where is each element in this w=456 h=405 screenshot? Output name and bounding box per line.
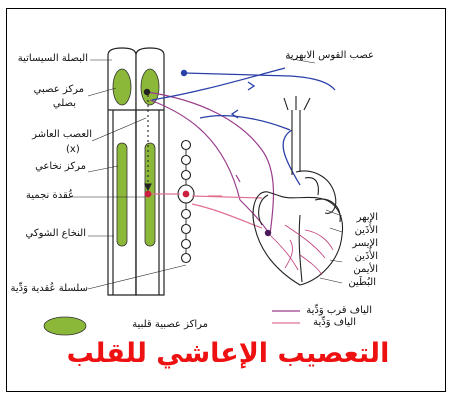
upper-vagus-line <box>151 67 286 101</box>
label-sympathetic-chain: سلسلة عُقدية وَدِّية <box>10 283 89 294</box>
leader-aortic-nerve <box>285 57 316 64</box>
label-right-atrium-2: الأيمن <box>353 264 378 275</box>
pulmonary-trunk <box>304 177 319 196</box>
leader-aorta <box>325 209 343 217</box>
chain-ganglion-1 <box>180 139 192 151</box>
diagram-frame <box>6 8 446 392</box>
chain-ganglion-5 <box>180 223 192 235</box>
chain-ganglion-4 <box>180 208 192 220</box>
left-atrium-outline <box>314 198 341 223</box>
aorta-vessel <box>291 110 301 175</box>
branch-4 <box>304 229 334 251</box>
label-legend-sympathetic: الياف وَدِّية <box>313 317 356 328</box>
aortic-arrow-2 <box>230 109 239 119</box>
leader-spinal-center <box>87 165 119 173</box>
legend-center-swatch <box>43 316 87 336</box>
aortic-arch <box>295 170 337 214</box>
label-bulbar-center-1: مركز عصبي <box>33 84 84 95</box>
vagus-arrow-head <box>235 174 241 183</box>
aortic-nerve-to-heart <box>282 129 301 186</box>
ganglion-to-heart <box>191 195 263 199</box>
legend <box>43 310 300 336</box>
label-left-atrium-2: الايسر <box>352 238 378 249</box>
label-legend-parasympathetic: الياف قرب وَدِّية <box>306 305 372 316</box>
branch-2 <box>284 224 326 259</box>
label-spinal-center: مركز نخاعي <box>35 161 86 172</box>
branch-3 <box>284 239 293 269</box>
descending-tract <box>144 95 152 192</box>
vagus-fiber-2 <box>149 99 241 201</box>
heart <box>252 96 344 286</box>
bulbar-center-left <box>112 68 132 106</box>
heart-nerve-branches <box>269 224 334 276</box>
vagus-fiber-1 <box>146 91 275 236</box>
label-medulla: البصلة السيساتية <box>17 53 88 64</box>
label-left-atrium-1: الأُذَين <box>354 225 378 236</box>
leader-ventricle <box>319 277 343 284</box>
chain-ganglion-3 <box>180 169 192 181</box>
leader-vagus <box>91 117 147 142</box>
spinal-neuron-node <box>144 190 152 198</box>
septum-line <box>298 214 303 283</box>
aortic-nerve-pathway <box>151 67 336 186</box>
leader-chain <box>87 264 187 290</box>
leader-bulbar-center <box>87 87 117 97</box>
sympathetic-to-heart-lower <box>191 203 263 229</box>
aortic-nerve-return <box>199 115 291 131</box>
spinal-center-left <box>116 142 128 247</box>
label-leaders <box>70 57 343 290</box>
label-right-atrium-1: الأُذَين <box>354 251 378 262</box>
aortic-receptor-node <box>180 69 188 77</box>
heart-ganglion-node <box>264 229 272 237</box>
label-stellate-ganglion: عُقدة نجمية <box>25 190 74 201</box>
label-bulbar-center-2: بصلي <box>52 98 76 109</box>
page-title: التعصيب الإعاشي للقلب <box>66 338 390 369</box>
label-aortic-arch-nerve: عصب القوس الابهرية <box>285 50 374 61</box>
right-atrium-outline <box>258 194 269 226</box>
aorta-branches <box>283 96 311 111</box>
sympathetic-chain <box>177 139 195 264</box>
branch-5 <box>299 254 323 276</box>
heart-outline <box>252 191 344 286</box>
leader-left-atrium <box>329 227 343 233</box>
branch-1 <box>269 234 299 271</box>
sympathetic-pathway <box>148 193 263 229</box>
leader-right-atrium <box>329 259 343 263</box>
chain-ganglion-6 <box>180 238 192 250</box>
label-aorta: الابهر <box>356 212 378 223</box>
label-ventricle: البُطَين <box>348 277 376 288</box>
descending-arrowhead <box>144 183 152 192</box>
bulbar-neuron-node <box>143 88 151 96</box>
chain-ganglion-2 <box>180 154 192 166</box>
label-vagus: العصب العاشر <box>32 129 92 140</box>
label-legend-cardiac-centers: مراكز عصبية قلبية <box>132 319 208 330</box>
aortic-nerve-main <box>183 72 336 91</box>
label-vagus-roman: (x) <box>66 144 80 155</box>
label-spinal-cord: النخاع الشوكي <box>25 228 87 239</box>
neuron-nodes <box>143 69 272 237</box>
aortic-arrow-1 <box>247 81 256 91</box>
bulbar-center-right <box>140 68 160 106</box>
parasympathetic-pathway <box>146 91 275 236</box>
stellate-neuron-node <box>182 190 190 198</box>
chain-ganglion-7 <box>180 252 192 264</box>
